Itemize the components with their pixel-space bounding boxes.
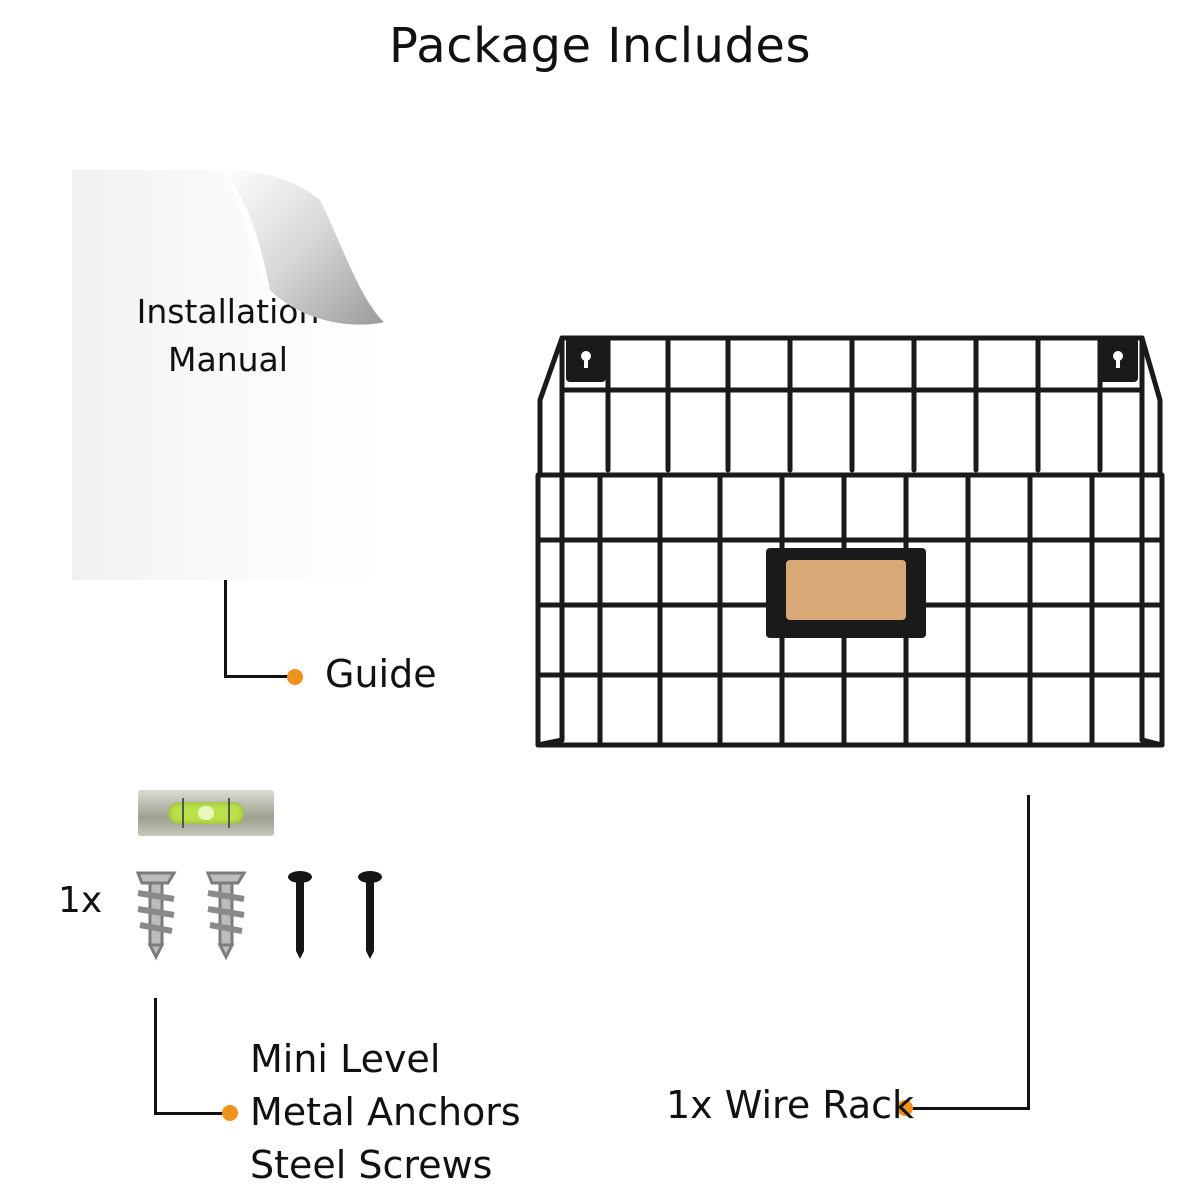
metal-anchor-icon bbox=[135, 871, 177, 961]
screws-qty-label: 1x bbox=[58, 880, 103, 921]
mini-level-icon bbox=[138, 790, 274, 836]
wire-rack-image bbox=[535, 335, 1165, 748]
guide-bullet bbox=[287, 669, 303, 685]
hardware-leader-horizontal bbox=[154, 1112, 228, 1115]
steel-screw-icon bbox=[358, 871, 382, 959]
guide-leader-horizontal bbox=[224, 675, 290, 678]
metal-anchors-label: Metal Anchors bbox=[250, 1090, 521, 1134]
hardware-bullet bbox=[222, 1105, 238, 1121]
hardware-leader-vertical bbox=[154, 998, 157, 1115]
metal-anchor-icon bbox=[205, 871, 247, 961]
manual-title: Installation Manual bbox=[72, 288, 384, 384]
manual-title-line2: Manual bbox=[168, 340, 288, 379]
page-title: Package Includes bbox=[389, 18, 811, 74]
wire-rack-label: 1x Wire Rack bbox=[666, 1083, 915, 1127]
hardware-set bbox=[135, 871, 382, 961]
rack-leader-horizontal bbox=[905, 1107, 1030, 1110]
steel-screws-label: Steel Screws bbox=[250, 1143, 493, 1187]
guide-leader-vertical bbox=[224, 580, 227, 678]
steel-screw-icon bbox=[288, 871, 312, 959]
rack-bullet bbox=[897, 1100, 913, 1116]
mini-level-label: Mini Level bbox=[250, 1037, 441, 1081]
guide-label: Guide bbox=[325, 652, 437, 696]
rack-leader-vertical bbox=[1027, 795, 1030, 1110]
